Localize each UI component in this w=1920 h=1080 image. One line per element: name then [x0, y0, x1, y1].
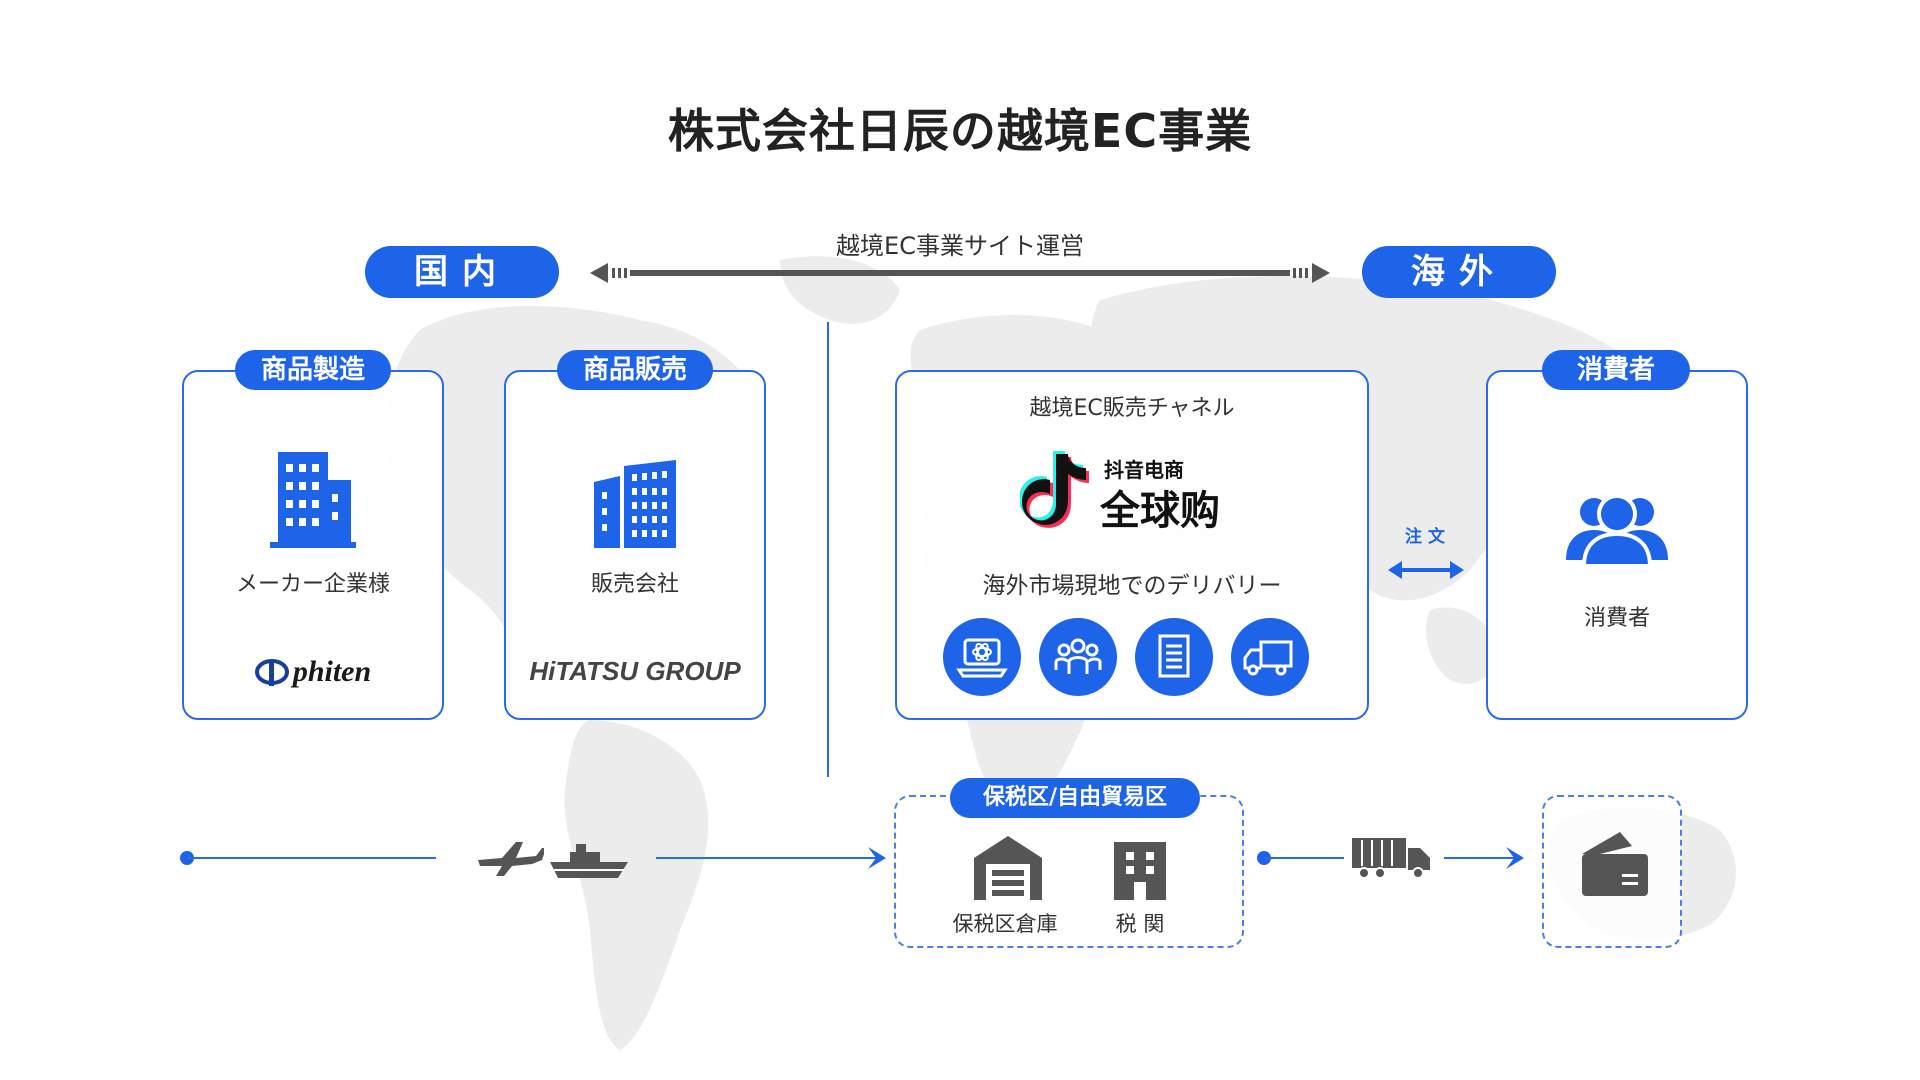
airplane-icon	[478, 842, 544, 876]
page-title: 株式会社日辰の越境EC事業	[667, 104, 1253, 158]
operation-double-arrow	[590, 263, 1330, 283]
delivery-flow-line	[1257, 847, 1524, 869]
manufacturing-badge: 商品製造	[235, 350, 391, 390]
douyin-brand-main: 全球购	[1100, 488, 1220, 534]
channel-heading: 越境EC販売チャネル	[1029, 396, 1235, 421]
region-divider	[827, 322, 829, 777]
phiten-logo-text: phiten	[292, 655, 372, 688]
douyin-logo-icon	[1020, 451, 1089, 528]
phiten-logo: phiten	[182, 652, 444, 692]
bonded-area-badge: 保税区/自由貿易区	[950, 778, 1200, 818]
customs-label: 税 関	[1115, 912, 1165, 936]
manufacturing-label: メーカー企業様	[235, 572, 390, 597]
document-icon	[1135, 618, 1213, 696]
warehouse-icon	[974, 836, 1042, 900]
consumer-label: 消費者	[1583, 606, 1650, 631]
douyin-brand-top: 抖音电商	[1104, 458, 1184, 482]
sales-label: 販売会社	[590, 572, 679, 597]
laptop-icon	[943, 618, 1021, 696]
team-icon	[1039, 618, 1117, 696]
order-label: 注 文	[1405, 527, 1445, 547]
hitatsu-group-logo: HiTATSU GROUP	[529, 656, 741, 686]
delivery-label: 海外市場現地でのデリバリー	[982, 573, 1282, 599]
cargo-truck-icon	[1352, 838, 1430, 879]
cargo-ship-icon	[550, 844, 628, 878]
bonded-warehouse-label: 保税区倉庫	[952, 912, 1058, 936]
shipping-flow-line	[180, 847, 886, 869]
users-group-icon	[1566, 494, 1668, 568]
overseas-badge: 海外	[1362, 246, 1556, 298]
phiten-mark-icon	[254, 659, 289, 686]
office-building-icon	[270, 452, 356, 548]
sales-badge: 商品販売	[557, 350, 713, 390]
operation-label: 越境EC事業サイト運営	[836, 232, 1084, 260]
company-building-icon	[594, 460, 676, 548]
customs-building-icon	[1114, 842, 1166, 900]
order-double-arrow	[1388, 561, 1464, 579]
delivery-truck-icon	[1231, 618, 1309, 696]
consumer-badge: 消費者	[1542, 350, 1690, 390]
delivery-box-icon	[1582, 832, 1648, 896]
domestic-badge: 国内	[365, 246, 559, 298]
